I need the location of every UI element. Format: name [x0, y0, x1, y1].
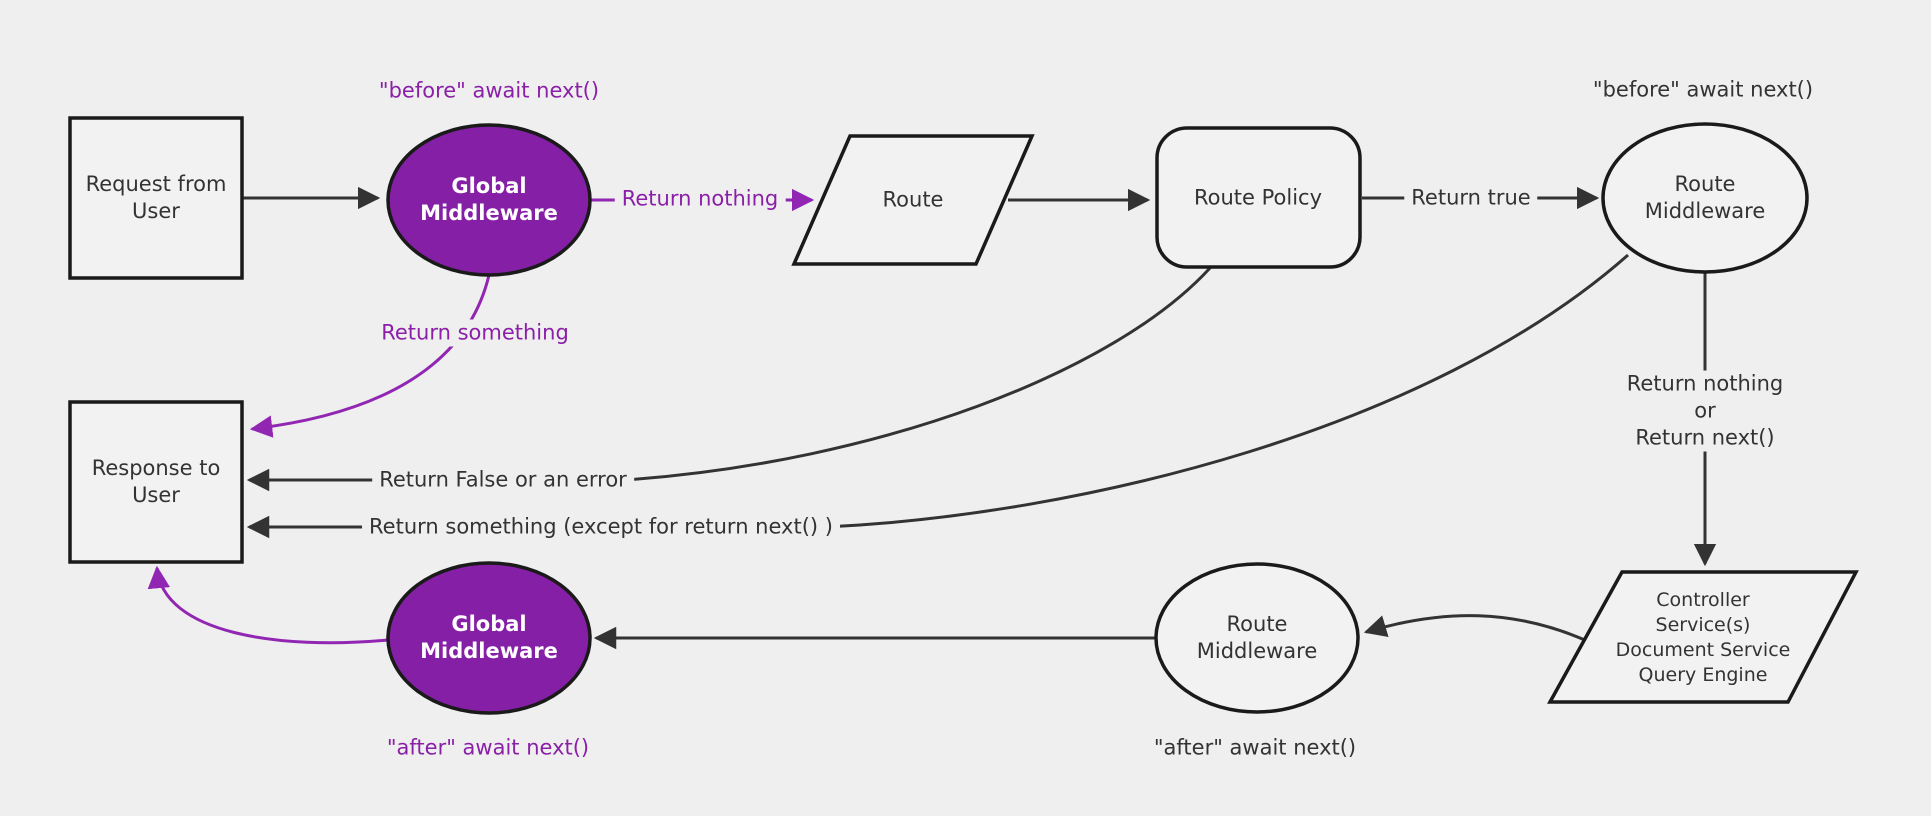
return-nothing-or-next-label: Return nothing or Return next() [1619, 370, 1791, 452]
node-route-middleware-bottom [1154, 562, 1360, 714]
node-request-from-user [68, 116, 244, 280]
global-middleware-top-line2: Middleware [420, 201, 558, 225]
edge-controller-to-route-middleware-bottom [1363, 614, 1599, 648]
response-node-label-line1: Response to [91, 456, 221, 480]
return-nothing-or-line2: or [1694, 398, 1716, 423]
global-middleware-top-line1: Global [451, 174, 527, 198]
route-middleware-bottom-label: Route Middleware [1197, 611, 1318, 665]
edge-global-middleware-top-to-response [249, 274, 491, 438]
node-route [791, 134, 1035, 266]
route-middleware-top-line1: Route [1674, 172, 1736, 196]
edge-global-middleware-bottom-to-response [147, 565, 389, 645]
node-response-to-user [68, 400, 244, 564]
edge-route-middleware-to-response [246, 253, 1629, 539]
route-middleware-bottom-line1: Route [1226, 612, 1288, 636]
before-await-next-global-label: "before" await next() [378, 78, 600, 103]
global-middleware-bottom-label: Global Middleware [420, 611, 558, 665]
request-node-label: Request from User [86, 171, 227, 225]
request-node-label-line2: User [132, 199, 180, 223]
return-nothing-label: Return nothing [614, 185, 786, 213]
global-middleware-bottom-line2: Middleware [420, 639, 558, 663]
route-policy-node-label: Route Policy [1193, 185, 1323, 210]
controller-line3: Document Service [1615, 639, 1791, 661]
controller-node-label: Controller Service(s) Document Service Q… [1616, 588, 1791, 688]
after-await-next-global-label: "after" await next() [386, 735, 590, 760]
node-global-middleware-bottom [386, 561, 592, 715]
return-something-label: Return something [374, 319, 576, 347]
return-true-label: Return true [1404, 184, 1538, 212]
before-await-next-route-label: "before" await next() [1592, 77, 1814, 102]
edge-route-policy-to-response [246, 266, 1212, 492]
route-middleware-bottom-line2: Middleware [1196, 639, 1318, 663]
controller-line1: Controller [1656, 589, 1750, 611]
route-node-label: Route [882, 187, 944, 212]
after-await-next-route-label: "after" await next() [1153, 735, 1357, 760]
return-nothing-or-line3: Return next() [1635, 425, 1775, 450]
route-middleware-top-line2: Middleware [1644, 199, 1766, 223]
request-node-label-line1: Request from [85, 172, 227, 196]
node-controller-services [1547, 570, 1859, 704]
return-false-label: Return False or an error [372, 466, 634, 494]
return-nothing-or-line1: Return nothing [1626, 371, 1784, 396]
global-middleware-top-label: Global Middleware [420, 173, 558, 227]
controller-line4: Query Engine [1638, 664, 1768, 686]
node-global-middleware-top [386, 123, 592, 277]
controller-line2: Service(s) [1655, 614, 1751, 636]
response-node-label: Response to User [92, 455, 221, 509]
route-middleware-top-label: Route Middleware [1645, 171, 1766, 225]
response-node-label-line2: User [132, 483, 180, 507]
node-route-policy [1155, 126, 1362, 269]
global-middleware-bottom-line1: Global [451, 612, 527, 636]
node-route-middleware-top [1601, 122, 1809, 274]
return-something-except-label: Return something (except for return next… [362, 513, 840, 541]
